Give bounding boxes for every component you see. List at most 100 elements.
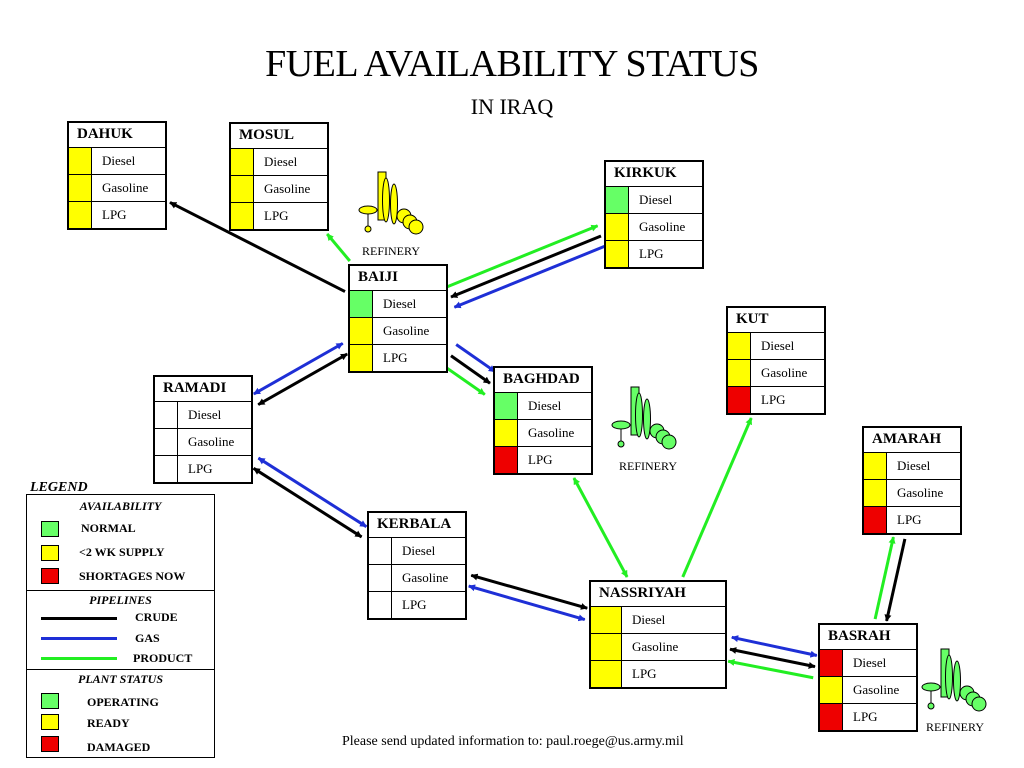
status-swatch [820, 704, 843, 730]
status-swatch [350, 345, 373, 371]
pipeline-crude-baiji-dahuk [169, 201, 346, 293]
fuel-row-diesel: Diesel [369, 538, 465, 565]
legend-title: LEGEND [30, 480, 88, 495]
legend-crude-label: CRUDE [135, 610, 178, 624]
legend-operating-label: OPERATING [87, 695, 159, 709]
city-name: BAIJI [350, 266, 446, 291]
fuel-row-lpg: LPG [369, 592, 465, 618]
city-basrah: BASRAH Diesel Gasoline LPG [818, 623, 918, 732]
fuel-row-lpg: LPG [591, 661, 725, 687]
fuel-label: LPG [188, 461, 213, 476]
status-swatch [606, 241, 629, 267]
pipeline-crude-baiji-baghdad [450, 354, 491, 385]
fuel-label: LPG [402, 597, 427, 612]
fuel-row-diesel: Diesel [69, 148, 165, 175]
city-nassriyah: NASSRIYAH Diesel Gasoline LPG [589, 580, 727, 689]
fuel-row-diesel: Diesel [231, 149, 327, 176]
legend-shortage-label: SHORTAGES NOW [79, 569, 186, 583]
status-swatch [350, 291, 373, 317]
city-name: KERBALA [369, 513, 465, 538]
legend: AVAILABILITY NORMAL <2 WK SUPPLY SHORTAG… [26, 494, 215, 758]
fuel-label: Gasoline [402, 570, 449, 585]
fuel-label: LPG [761, 392, 786, 407]
fuel-label: LPG [853, 709, 878, 724]
status-swatch [864, 453, 887, 479]
pipeline-gas-baiji-ramadi [253, 342, 344, 396]
fuel-label: Diesel [897, 458, 931, 473]
fuel-label: LPG [264, 208, 289, 223]
refinery-icon-baiji [358, 171, 424, 235]
fuel-row-lpg: LPG [495, 447, 591, 473]
status-swatch [155, 429, 178, 455]
legend-ready-swatch [41, 714, 59, 730]
city-kerbala: KERBALA Diesel Gasoline LPG [367, 511, 467, 620]
status-swatch [728, 333, 751, 359]
fuel-row-diesel: Diesel [155, 402, 251, 429]
fuel-label: Diesel [632, 612, 666, 627]
status-swatch [495, 420, 518, 446]
pipeline-crude-baiji-ramadi [257, 352, 348, 406]
status-swatch [369, 538, 392, 564]
fuel-row-diesel: Diesel [820, 650, 916, 677]
fuel-row-gasoline: Gasoline [350, 318, 446, 345]
legend-supply-label: <2 WK SUPPLY [79, 545, 165, 559]
city-kut: KUT Diesel Gasoline LPG [726, 306, 826, 415]
pipeline-product-nassriyah-baghdad [572, 477, 629, 578]
fuel-label: Gasoline [264, 181, 311, 196]
city-ramadi: RAMADI Diesel Gasoline LPG [153, 375, 253, 484]
status-swatch [69, 175, 92, 201]
city-baiji: BAIJI Diesel Gasoline LPG [348, 264, 448, 373]
status-swatch [495, 447, 518, 473]
fuel-label: Diesel [853, 655, 887, 670]
fuel-label: Diesel [639, 192, 673, 207]
legend-operating-swatch [41, 693, 59, 709]
status-swatch [820, 677, 843, 703]
page-title: FUEL AVAILABILITY STATUS [265, 43, 759, 85]
fuel-row-gasoline: Gasoline [728, 360, 824, 387]
fuel-row-lpg: LPG [864, 507, 960, 533]
fuel-row-diesel: Diesel [606, 187, 702, 214]
fuel-label: Gasoline [761, 365, 808, 380]
legend-ready-label: READY [87, 716, 130, 730]
city-amarah: AMARAH Diesel Gasoline LPG [862, 426, 962, 535]
fuel-label: Diesel [383, 296, 417, 311]
status-swatch [231, 176, 254, 202]
footer-contact: Please send updated information to: paul… [342, 734, 684, 749]
pipeline-gas-kerbala-nassriyah [468, 584, 586, 622]
page-subtitle: IN IRAQ [470, 94, 554, 119]
legend-pipelines-heading: PIPELINES [89, 593, 152, 607]
fuel-label: Diesel [528, 398, 562, 413]
city-kirkuk: KIRKUK Diesel Gasoline LPG [604, 160, 704, 269]
fuel-row-diesel: Diesel [350, 291, 446, 318]
fuel-row-lpg: LPG [155, 456, 251, 482]
status-swatch [606, 187, 629, 213]
status-swatch [591, 634, 622, 660]
pipeline-gas-kirkuk-baiji [453, 245, 605, 309]
fuel-label: Gasoline [639, 219, 686, 234]
refinery-label-baghdad: REFINERY [619, 459, 678, 473]
status-swatch [369, 565, 392, 591]
status-swatch [69, 202, 92, 228]
fuel-row-gasoline: Gasoline [864, 480, 960, 507]
fuel-row-gasoline: Gasoline [155, 429, 251, 456]
legend-shortage-swatch [41, 568, 59, 584]
city-mosul: MOSUL Diesel Gasoline LPG [229, 122, 329, 231]
city-name: NASSRIYAH [591, 582, 725, 607]
fuel-row-gasoline: Gasoline [369, 565, 465, 592]
fuel-label: Gasoline [853, 682, 900, 697]
pipeline-product-baiji-mosul [326, 233, 351, 262]
fuel-label: Gasoline [188, 434, 235, 449]
legend-availability-heading: AVAILABILITY [79, 499, 162, 513]
status-swatch [69, 148, 92, 174]
fuel-row-diesel: Diesel [864, 453, 960, 480]
city-name: DAHUK [69, 123, 165, 148]
fuel-row-diesel: Diesel [591, 607, 725, 634]
fuel-label: LPG [102, 207, 127, 222]
city-name: BASRAH [820, 625, 916, 650]
fuel-label: Gasoline [632, 639, 679, 654]
status-swatch [350, 318, 373, 344]
fuel-row-lpg: LPG [606, 241, 702, 267]
city-name: MOSUL [231, 124, 327, 149]
status-swatch [155, 456, 178, 482]
pipeline-gas-ramadi-kerbala [257, 456, 368, 528]
